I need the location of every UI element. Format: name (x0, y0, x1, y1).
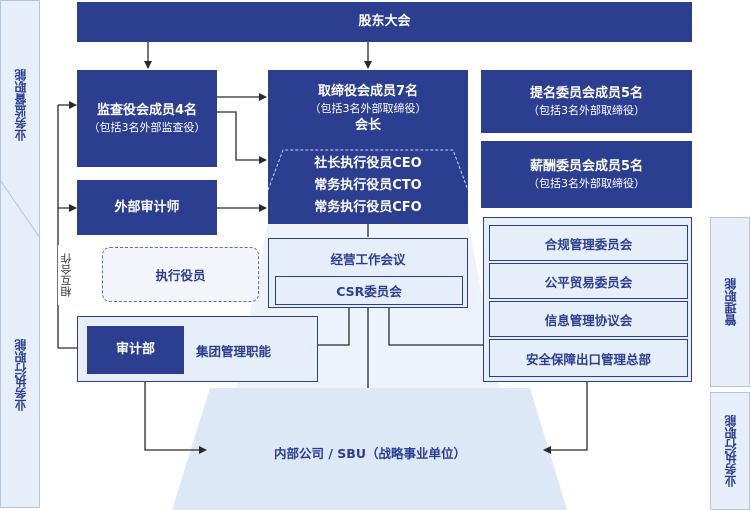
nomination-title: 提名委员会成员5名 (529, 85, 644, 101)
audit-dept: 审计部 (87, 326, 184, 374)
executive-officers-label: 执行役员 (155, 268, 206, 283)
external-auditor-label: 外部审计师 (114, 199, 180, 215)
board-chair: 会长 (354, 118, 381, 133)
nomination-committee: 提名委员会成员5名 （包括3名外部取缔役） (481, 70, 692, 133)
auditors-board-title: 监查役会成员4名 (96, 102, 198, 118)
right-label-execution: 业务执行职能 (710, 392, 750, 510)
committee-fair-trade: 公平贸易委员会 (489, 263, 688, 299)
management-meeting: 经营工作会议 CSR委员会 (268, 238, 468, 308)
external-auditor: 外部审计师 (77, 180, 217, 235)
shareholders-meeting: 股东大会 (77, 2, 692, 42)
board-of-directors: 取缔役会成员7名 （包括3名外部取缔役） 会长 (268, 70, 468, 148)
mutual-cooperation: 相互合作 (58, 245, 76, 305)
subsidiaries: 内部公司 / SBU（战略事业单位） (180, 438, 560, 466)
left-label-execution: 业务执行职能 (0, 320, 40, 430)
shareholders-meeting-label: 股东大会 (358, 14, 411, 29)
group-management-label: 集团管理职能 (196, 343, 272, 359)
board-title: 取缔役会成员7名 (317, 84, 419, 99)
officers-cfo: 常务执行役员CFO (314, 200, 422, 215)
group-management: 审计部 集团管理职能 (77, 316, 318, 382)
subsidiaries-label: 内部公司 / SBU（战略事业单位） (274, 445, 466, 461)
right-label-management-text: 管理职能 (723, 278, 738, 326)
officers-cto: 常务执行役员CTO (314, 178, 422, 193)
committee-compliance: 合规管理委员会 (489, 225, 688, 261)
right-label-management: 管理职能 (710, 217, 750, 387)
compensation-note: （包括3名外部取缔役） (528, 176, 645, 190)
officers-ceo: 社长执行役员CEO (314, 156, 422, 171)
committees-panel: 合规管理委员会 公平贸易委员会 信息管理协议会 安全保障出口管理总部 (483, 217, 692, 382)
compensation-committee: 薪酬委员会成员5名 （包括3名外部取缔役） (481, 141, 692, 208)
left-side-panel (0, 0, 40, 508)
management-meeting-label: 经营工作会议 (330, 252, 406, 267)
officers-shape (268, 148, 468, 224)
audit-dept-label: 审计部 (115, 342, 155, 357)
left-panel-diagonal (0, 179, 40, 239)
auditors-board: 监查役会成员4名 （包括3名外部监查役） (77, 70, 217, 167)
left-label-supervision-text: 业务监督职能 (13, 69, 28, 141)
mutual-cooperation-text: 相互合作 (60, 253, 73, 297)
left-label-execution-text: 业务执行职能 (13, 339, 28, 411)
csr-committee: CSR委员会 (275, 276, 463, 305)
compensation-title: 薪酬委员会成员5名 (529, 158, 644, 174)
officers-text: 社长执行役员CEO 常务执行役员CTO 常务执行役员CFO (268, 150, 468, 222)
board-note: （包括3名外部取缔役） (309, 102, 427, 115)
committee-security-export: 安全保障出口管理总部 (489, 339, 688, 377)
committee-information: 信息管理协议会 (489, 301, 688, 337)
auditors-board-note: （包括3名外部监查役） (88, 120, 206, 134)
subsidiaries-trapezoid (172, 388, 567, 510)
executive-officers: 执行役员 (102, 247, 259, 302)
nomination-note: （包括3名外部取缔役） (528, 103, 645, 117)
left-label-supervision: 业务监督职能 (0, 50, 40, 160)
right-label-execution-text: 业务执行职能 (723, 415, 738, 487)
